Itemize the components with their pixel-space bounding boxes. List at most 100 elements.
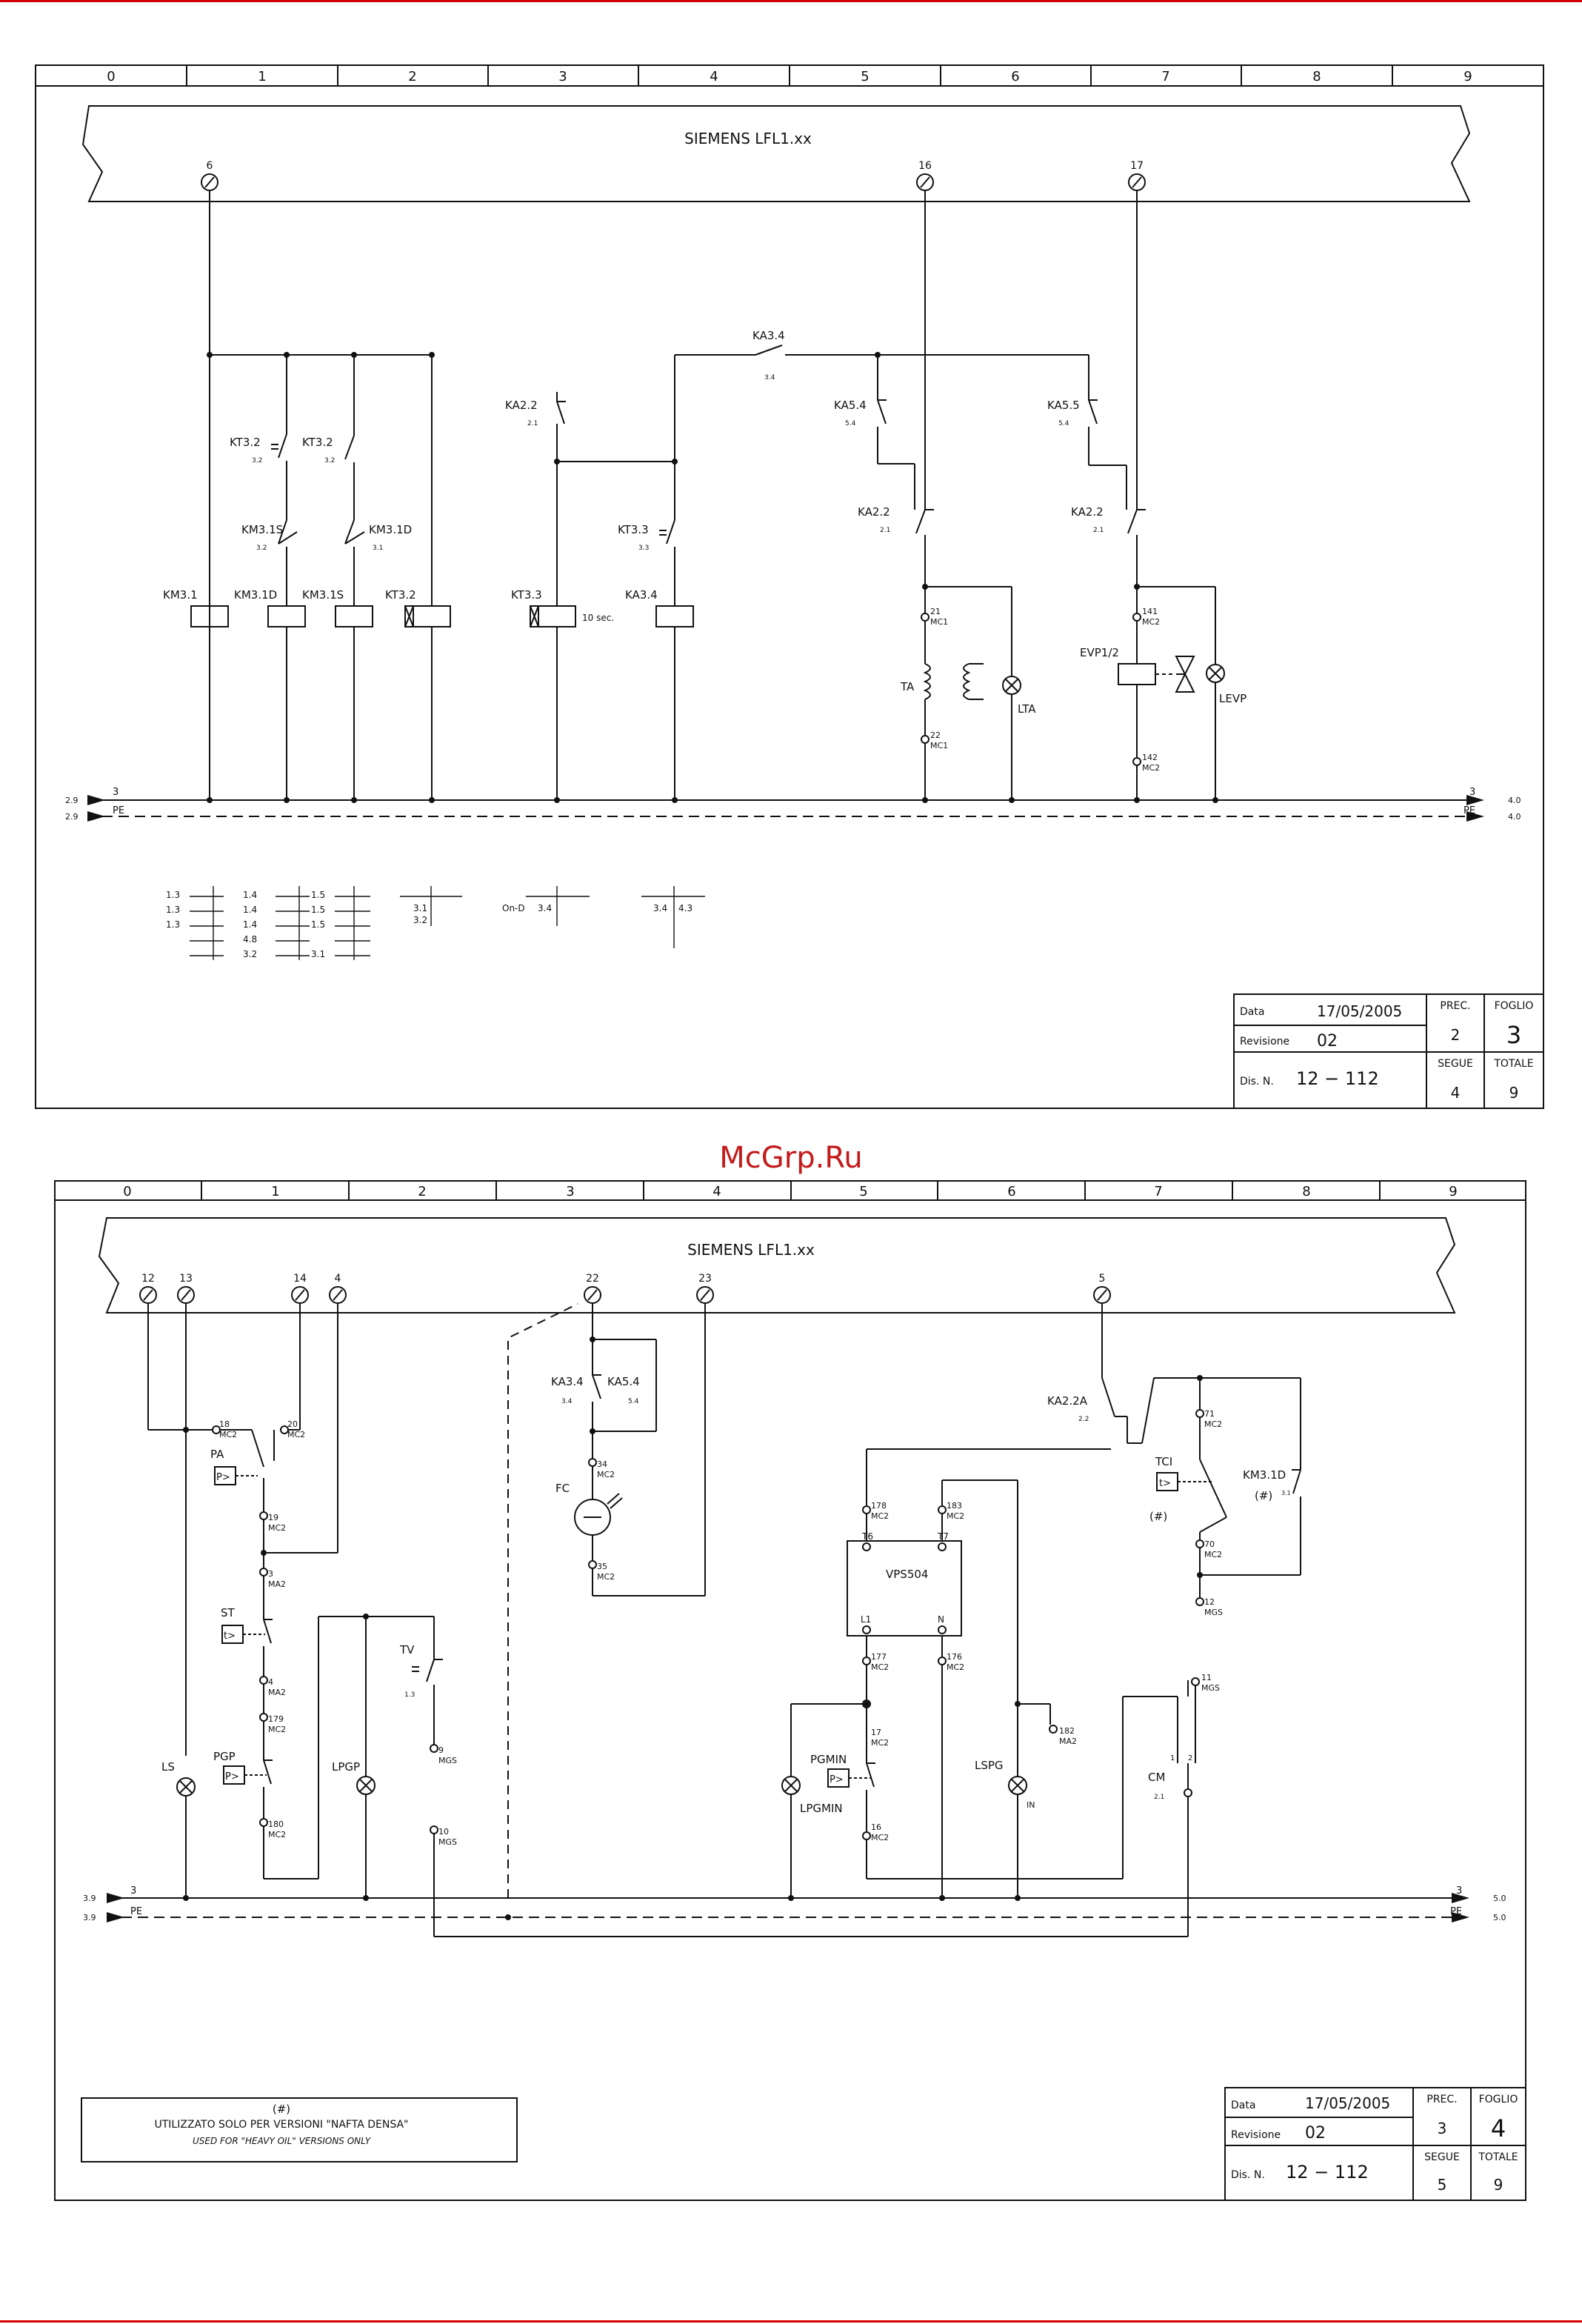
xref-value: 1.3	[166, 890, 180, 900]
terminal-21-mc: MC1	[930, 617, 948, 627]
terminal-label: 12	[141, 1273, 155, 1285]
terminal-34: 34	[597, 1459, 607, 1469]
heavy-oil-note	[81, 2097, 518, 2162]
terminal-34-mc: MC2	[597, 1470, 615, 1479]
ref: 5.4	[845, 420, 856, 427]
pa-pressure-box	[214, 1466, 236, 1485]
tb-totale-label: TOTALE	[1493, 1058, 1533, 1070]
cm-contact-1: 1	[1170, 1754, 1175, 1762]
tb-rev-label: Revisione	[1231, 2129, 1281, 2141]
label-coil-km31s: KM3.1S	[302, 588, 344, 602]
column-7: 7	[1161, 69, 1169, 84]
terminal-label: 13	[179, 1273, 193, 1285]
coil-kt33	[538, 605, 576, 627]
st-box-text: t>	[224, 1631, 236, 1642]
label-km31d: KM3.1D	[369, 523, 412, 536]
coil-km31d	[267, 605, 306, 627]
terminal-142: 142	[1142, 753, 1158, 762]
tb-totale: 9	[1494, 2176, 1503, 2194]
tb-rev: 02	[1305, 2124, 1326, 2142]
terminal-16-mc: MC2	[871, 1833, 889, 1842]
ref: 3.2	[256, 545, 267, 552]
column-4: 4	[712, 1184, 721, 1199]
column-0: 0	[123, 1184, 131, 1199]
tb-rev-label: Revisione	[1240, 1036, 1289, 1048]
label-coil-kt33: KT3.3	[511, 588, 542, 602]
column-5: 5	[861, 69, 869, 84]
label-pgmin: PGMIN	[810, 1753, 847, 1766]
terminal-70: 70	[1204, 1539, 1215, 1549]
terminal-177: 177	[871, 1652, 887, 1662]
label-lpgp: LPGP	[332, 1760, 360, 1774]
label-evp: EVP1/2	[1080, 646, 1119, 659]
tb-foglio: 3	[1506, 1021, 1521, 1049]
terminal-176-mc: MC2	[947, 1662, 964, 1672]
terminal-19-mc: MC2	[268, 1523, 286, 1533]
terminal-11-mgs: MGS	[1201, 1683, 1220, 1693]
ref: 2.1	[880, 527, 890, 534]
ref: 3.3	[638, 545, 649, 552]
terminal-179: 179	[268, 1714, 284, 1724]
terminal-141-mc: MC2	[1142, 617, 1160, 627]
terminal-22: 22	[930, 730, 941, 740]
ref: 2.1	[1093, 527, 1104, 534]
km31d-ref: 3.1	[1281, 1490, 1291, 1496]
tb-totale-label: TOTALE	[1478, 2151, 1518, 2163]
ref-in-3: 3.9	[83, 1894, 96, 1903]
tb-foglio-label: FOGLIO	[1495, 1000, 1534, 1012]
terminal-176: 176	[947, 1652, 962, 1662]
terminal-179-mc: MC2	[268, 1725, 286, 1734]
bottom-red-rule	[0, 2320, 1582, 2323]
label-pa: PA	[210, 1448, 224, 1461]
column-5: 5	[859, 1184, 867, 1199]
terminal-label: 16	[918, 160, 932, 172]
column-4: 4	[710, 69, 718, 84]
terminal-141: 141	[1142, 607, 1158, 616]
cm-ref: 2.1	[1154, 1794, 1164, 1801]
ref-in-3: 2.9	[65, 796, 79, 805]
label-fc: FC	[555, 1482, 570, 1495]
terminal-182: 182	[1059, 1726, 1075, 1736]
label-ka34: KA3.4	[551, 1375, 584, 1388]
terminal-71-mc: MC2	[1204, 1419, 1222, 1429]
km31d-hash: (#)	[1255, 1489, 1272, 1502]
note-english: USED FOR "HEAVY OIL" VERSIONS ONLY	[193, 2136, 372, 2146]
tci-timer-box	[1156, 1472, 1178, 1491]
rail-3-label: 3	[130, 1885, 136, 1897]
schematic-sheet-3: 0 1 2 3 4 5 6 7 8 9 SIEMENS LFL1.xx 6 16…	[35, 64, 1544, 1109]
terminal-label: 23	[698, 1273, 712, 1285]
coil-ka34	[655, 605, 694, 627]
terminal-70-mc: MC2	[1204, 1550, 1222, 1559]
label-ka22a: KA2.2A	[1047, 1394, 1088, 1408]
rail-pe-label: PE	[1450, 1906, 1462, 1917]
coil-kt32	[413, 605, 451, 627]
lamp-lpgmin-icon	[781, 1776, 801, 1795]
column-1: 1	[258, 69, 266, 84]
xref-value: 3.2	[413, 915, 427, 925]
label-ta: TA	[900, 680, 915, 693]
vps-l1: L1	[861, 1614, 871, 1625]
label-coil-km31: KM3.1	[163, 588, 198, 602]
column-7: 7	[1154, 1184, 1162, 1199]
label-km31s: KM3.1S	[241, 523, 283, 536]
tb-segue-label: SEGUE	[1424, 2151, 1460, 2163]
label-lta: LTA	[1018, 702, 1036, 716]
label-ka22: KA2.2	[505, 399, 538, 412]
terminal-label: 17	[1130, 160, 1144, 172]
column-6: 6	[1007, 1184, 1015, 1199]
tb-totale: 9	[1509, 1084, 1519, 1102]
ref: 2.1	[527, 420, 538, 427]
ref-out-pe: 5.0	[1493, 1913, 1506, 1922]
terminal-182-ma: MA2	[1059, 1737, 1077, 1746]
note-hash: (#)	[273, 2102, 290, 2116]
ka54-ref: 5.4	[628, 1398, 639, 1405]
pa-box-text: P>	[216, 1472, 230, 1483]
tb-data-label: Data	[1240, 1006, 1264, 1018]
xref-value: 3.1	[413, 903, 427, 913]
tb-segue: 5	[1438, 2176, 1447, 2194]
xref-value: 1.5	[311, 890, 325, 900]
tb-dis-label: Dis. N.	[1231, 2169, 1265, 2181]
pgp-pressure-box	[223, 1765, 245, 1785]
label-ka55: KA5.5	[1047, 399, 1080, 412]
terminal-10-mgs: MGS	[438, 1837, 457, 1847]
